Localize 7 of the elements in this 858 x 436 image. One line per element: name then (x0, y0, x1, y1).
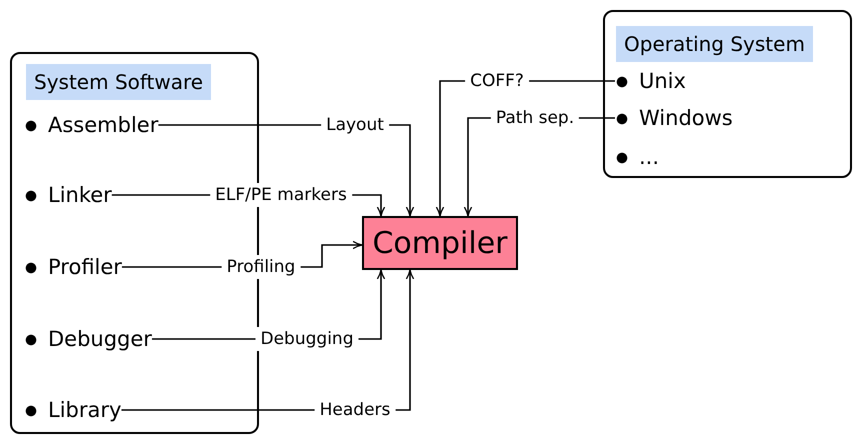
group-heading: Operating System (616, 26, 813, 62)
edge-label: Debugging (256, 327, 358, 351)
group-frame (603, 10, 852, 178)
edge-label: ELF/PE markers (210, 183, 352, 207)
edge-label: Profiling (222, 255, 300, 279)
process-box: Compiler (362, 216, 518, 270)
group-heading: System Software (26, 64, 212, 100)
